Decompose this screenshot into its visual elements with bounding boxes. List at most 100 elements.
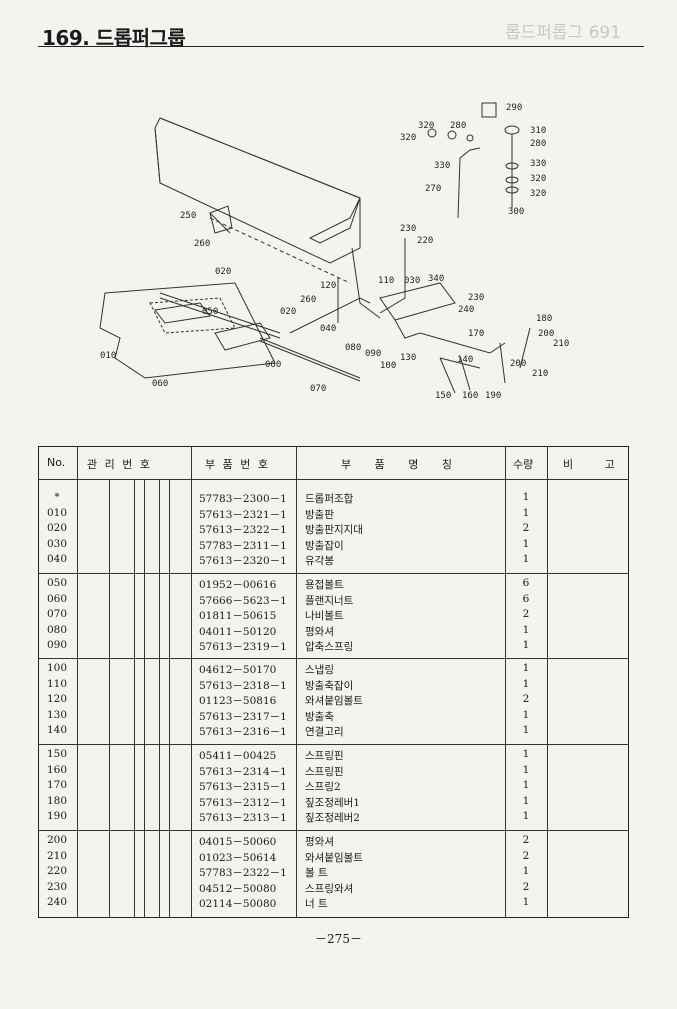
- ghost-header: 롭드퍼롭그 691: [505, 23, 622, 43]
- svg-text:240: 240: [458, 305, 474, 315]
- part-name: 스프링핀: [305, 750, 344, 762]
- part-quantity: 2: [522, 522, 530, 535]
- svg-text:100: 100: [380, 361, 396, 371]
- svg-text:040: 040: [320, 324, 336, 334]
- part-name: 볼 트: [305, 867, 328, 880]
- svg-text:320: 320: [530, 174, 546, 184]
- part-no-index: 160: [46, 763, 68, 776]
- part-number: 01023－50614: [199, 851, 277, 864]
- part-name: 방출축: [305, 710, 334, 723]
- part-quantity: 1: [522, 553, 530, 566]
- svg-text:320: 320: [530, 189, 546, 199]
- part-name: 스냅링: [305, 664, 334, 676]
- part-number: 05411－00425: [199, 750, 277, 762]
- part-quantity: 1: [522, 896, 530, 909]
- col-head-qty: 수량: [513, 458, 534, 471]
- svg-text:020: 020: [280, 307, 296, 317]
- part-name: 스프링2: [305, 781, 341, 794]
- col-head-part-no: 부 품 번 호: [205, 458, 270, 471]
- part-name: 방출축잡이: [305, 679, 354, 692]
- svg-text:010: 010: [100, 351, 116, 361]
- part-quantity: 2: [522, 834, 530, 846]
- svg-text:270: 270: [425, 184, 441, 194]
- part-no-index: 220: [46, 865, 68, 878]
- part-quantity: 1: [522, 724, 530, 737]
- part-no-index: 230: [46, 880, 68, 893]
- svg-text:160: 160: [462, 391, 478, 401]
- part-quantity: 1: [522, 763, 530, 776]
- part-no-index: *: [54, 491, 60, 503]
- part-quantity: 1: [522, 491, 530, 503]
- part-no-index: 140: [46, 724, 68, 737]
- svg-text:330: 330: [530, 159, 546, 169]
- part-number: 57783－2311－1: [199, 539, 287, 552]
- part-quantity: 2: [522, 880, 530, 893]
- part-no-index: 110: [46, 677, 68, 690]
- part-no-index: 010: [46, 506, 68, 519]
- part-no-index: 150: [46, 748, 68, 760]
- part-name: 스프링와셔: [305, 882, 354, 895]
- part-quantity: 6: [522, 577, 530, 589]
- part-number: 01952－00616: [199, 579, 277, 591]
- part-number: 57613－2318－1: [199, 679, 287, 692]
- part-no-index: 080: [46, 623, 68, 636]
- part-number: 04612－50170: [199, 664, 277, 676]
- part-name: 플랜지너트: [305, 594, 354, 607]
- svg-text:050: 050: [202, 307, 218, 317]
- part-number: 04015－50060: [199, 836, 277, 848]
- part-number: 57613－2321－1: [199, 508, 287, 521]
- part-no-index: 020: [46, 522, 68, 535]
- part-number: 01811－50615: [199, 610, 277, 623]
- part-no-index: 120: [46, 693, 68, 706]
- part-no-index: 210: [46, 849, 68, 862]
- part-no-index: 070: [46, 608, 68, 621]
- part-quantity: 2: [522, 693, 530, 706]
- part-name: 와셔붙임볼트: [305, 695, 363, 708]
- part-name: 연결고리: [305, 726, 344, 739]
- part-no-index: 060: [46, 592, 68, 605]
- part-name: 평와셔: [305, 836, 334, 848]
- part-name: 와셔붙임볼트: [305, 851, 363, 864]
- part-number: 57666－5623－1: [199, 594, 287, 607]
- part-quantity: 1: [522, 506, 530, 519]
- header-rule: [38, 46, 644, 47]
- svg-text:260: 260: [194, 239, 210, 249]
- part-quantity: 1: [522, 865, 530, 878]
- part-quantity: 2: [522, 608, 530, 621]
- part-no-index: 170: [46, 779, 68, 792]
- svg-text:310: 310: [530, 126, 546, 136]
- svg-text:280: 280: [450, 121, 466, 131]
- svg-text:200: 200: [510, 359, 526, 369]
- svg-text:030: 030: [404, 276, 420, 286]
- svg-text:200: 200: [538, 329, 554, 339]
- part-name: 방출판지지대: [305, 524, 363, 537]
- part-number: 57613－2312－1: [199, 796, 287, 809]
- svg-text:230: 230: [468, 293, 484, 303]
- svg-text:060: 060: [265, 360, 281, 370]
- part-no-index: 240: [46, 896, 68, 909]
- part-quantity: 6: [522, 592, 530, 605]
- part-no-index: 200: [46, 834, 68, 846]
- part-name: 용접볼트: [305, 579, 344, 591]
- part-quantity: 1: [522, 677, 530, 690]
- svg-text:280: 280: [530, 139, 546, 149]
- svg-text:130: 130: [400, 353, 416, 363]
- part-number: 57613－2319－1: [199, 641, 287, 654]
- svg-text:210: 210: [532, 369, 548, 379]
- part-no-index: 190: [46, 810, 68, 823]
- svg-text:250: 250: [180, 211, 196, 221]
- svg-text:220: 220: [417, 236, 433, 246]
- svg-text:290: 290: [506, 103, 522, 113]
- part-name: 스프링핀: [305, 765, 344, 778]
- parts-table: No. 관 리 번 호 부 품 번 호 부 품 명 칭 수량 비 고 *5778…: [38, 446, 629, 918]
- part-quantity: 1: [522, 748, 530, 760]
- part-quantity: 1: [522, 779, 530, 792]
- svg-text:320: 320: [418, 121, 434, 131]
- svg-text:080: 080: [345, 343, 361, 353]
- svg-text:170: 170: [468, 329, 484, 339]
- part-quantity: 1: [522, 537, 530, 550]
- part-number: 57613－2317－1: [199, 710, 287, 723]
- part-number: 57613－2322－1: [199, 524, 287, 537]
- part-name: 압축스프링: [305, 641, 354, 654]
- part-no-index: 030: [46, 537, 68, 550]
